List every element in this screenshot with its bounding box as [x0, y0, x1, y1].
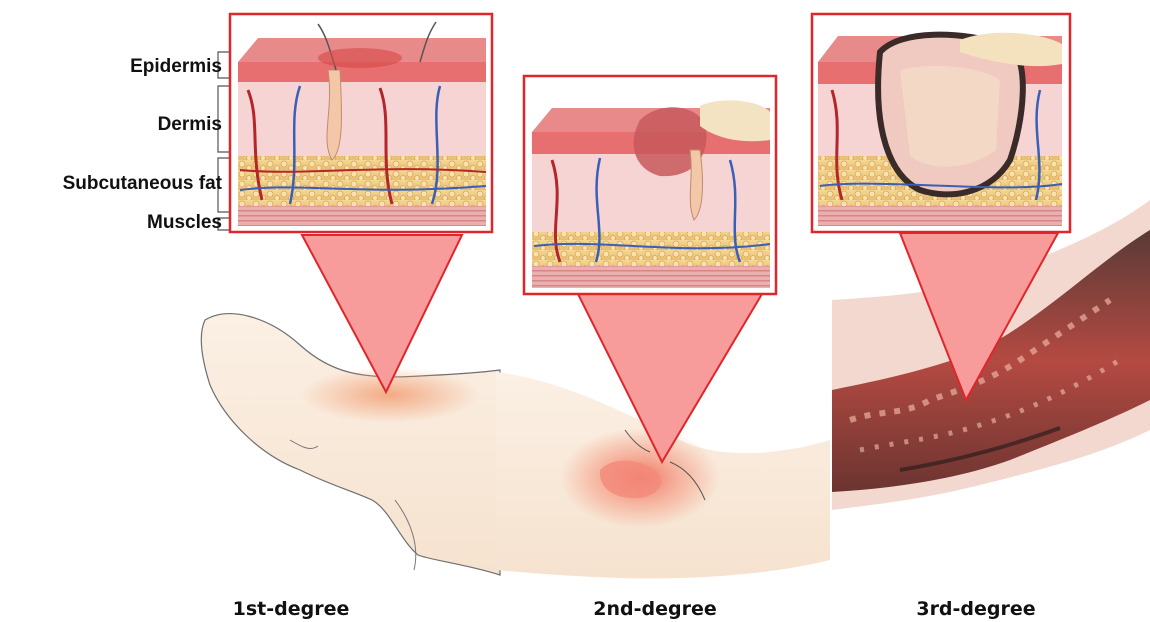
callout-box-3 — [812, 14, 1070, 232]
callout-box-2 — [524, 76, 776, 294]
label-subcutaneous-fat: Subcutaneous fat — [63, 173, 222, 195]
finger-outline-icon — [201, 314, 500, 575]
finger-illustration-1 — [201, 314, 500, 575]
skin-cross-section-icon — [532, 100, 770, 288]
label-epidermis: Epidermis — [130, 56, 222, 78]
callout-box-1 — [230, 14, 492, 232]
skin-cross-section-icon — [238, 22, 486, 226]
label-3rd-degree: 3rd-degree — [916, 598, 1035, 620]
label-1st-degree: 1st-degree — [233, 598, 350, 620]
label-dermis: Dermis — [158, 114, 222, 136]
label-muscles: Muscles — [147, 212, 222, 234]
skin-cross-section-icon — [818, 33, 1062, 226]
label-2nd-degree: 2nd-degree — [593, 598, 716, 620]
